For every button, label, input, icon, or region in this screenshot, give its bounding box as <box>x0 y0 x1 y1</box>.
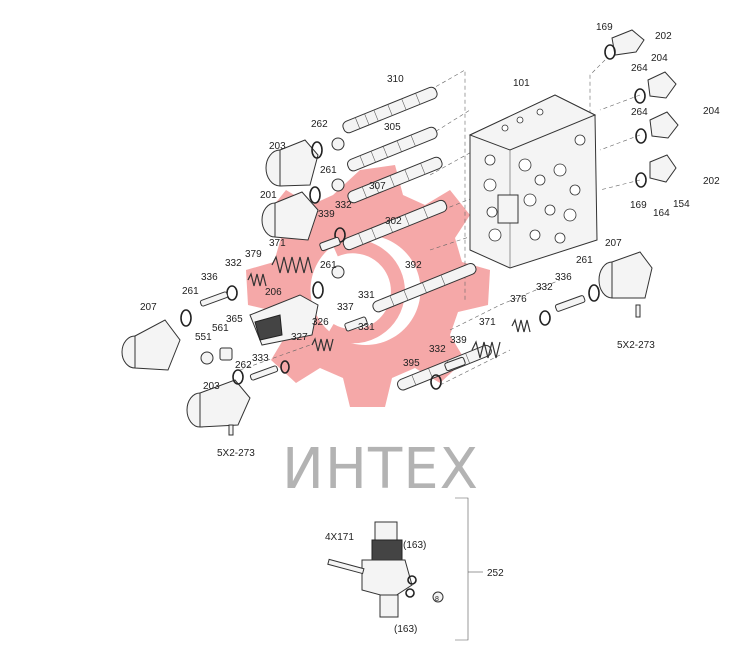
callout: 333 <box>252 353 269 364</box>
callout: 202 <box>655 31 672 42</box>
valve-body-ports <box>483 108 586 244</box>
callout: 262 <box>235 360 252 371</box>
callout: 207 <box>140 302 157 313</box>
callout: 264 <box>631 107 648 118</box>
cap-203-lower <box>186 379 251 428</box>
callout: 336 <box>555 272 572 283</box>
callout: 202 <box>703 176 720 187</box>
callout: 371 <box>479 317 496 328</box>
callout: (163) <box>403 540 426 551</box>
callout: 376 <box>510 294 527 305</box>
callout: 395 <box>403 358 420 369</box>
callout: 339 <box>318 209 335 220</box>
callout-labels: 310 101 169 202 204 262 305 264 204 203 … <box>140 22 720 635</box>
springs <box>247 255 531 359</box>
callout: 339 <box>450 335 467 346</box>
callout: 379 <box>245 249 262 260</box>
callout: 207 <box>605 238 622 249</box>
spool-307 <box>347 156 443 204</box>
callout: 336 <box>201 272 218 283</box>
callout: 204 <box>651 53 668 64</box>
callout: 305 <box>384 122 401 133</box>
callout: 169 <box>596 22 613 33</box>
callout: 261 <box>320 165 337 176</box>
callout: 392 <box>405 260 422 271</box>
callout: 262 <box>311 119 328 130</box>
valve-body-101 <box>468 94 598 269</box>
callout: 8 <box>435 596 439 603</box>
callout: 204 <box>703 106 720 117</box>
cap-207-left <box>121 319 181 371</box>
callout: 331 <box>358 290 375 301</box>
callout: 261 <box>182 286 199 297</box>
callout: 264 <box>631 63 648 74</box>
cap-201 <box>261 191 319 241</box>
callout: 164 <box>653 208 670 219</box>
callout: 203 <box>203 381 220 392</box>
callout: 371 <box>269 238 286 249</box>
callout: (163) <box>394 624 417 635</box>
callout: 332 <box>335 200 352 211</box>
callout: 332 <box>429 344 446 355</box>
sub-assembly-252 <box>327 521 444 618</box>
callout: 307 <box>369 181 386 192</box>
spool-302 <box>342 199 448 251</box>
block-206 <box>249 294 319 346</box>
callout: 201 <box>260 190 277 201</box>
callout: 5X2-273 <box>217 448 255 459</box>
callout: 365 <box>226 314 243 325</box>
callout: 203 <box>269 141 286 152</box>
cap-203-upper <box>265 139 319 187</box>
callout: 169 <box>630 200 647 211</box>
callout: 5X2-273 <box>617 340 655 351</box>
callout: 332 <box>536 282 553 293</box>
callout: 337 <box>337 302 354 313</box>
spool-310 <box>342 86 438 134</box>
cap-207-right <box>598 251 653 299</box>
callout: 101 <box>513 78 530 89</box>
callout: 261 <box>576 255 593 266</box>
callout: 331 <box>358 322 375 333</box>
callout: 561 <box>212 323 229 334</box>
watermark-text: ИНТЕХ <box>282 437 479 502</box>
spool-392 <box>372 262 477 313</box>
callout: 327 <box>291 332 308 343</box>
callout: 4X171 <box>325 532 354 543</box>
callout: 310 <box>387 74 404 85</box>
callout: 551 <box>195 332 212 343</box>
callout: 332 <box>225 258 242 269</box>
spool-305 <box>347 126 438 172</box>
callout: 261 <box>320 260 337 271</box>
callout: 302 <box>385 216 402 227</box>
flange-covers-right <box>611 29 679 183</box>
callout: 326 <box>312 317 329 328</box>
callout: 206 <box>265 287 282 298</box>
o-rings <box>180 44 647 390</box>
small-parts <box>199 137 641 436</box>
callout: 252 <box>487 568 504 579</box>
callout: 154 <box>673 199 690 210</box>
